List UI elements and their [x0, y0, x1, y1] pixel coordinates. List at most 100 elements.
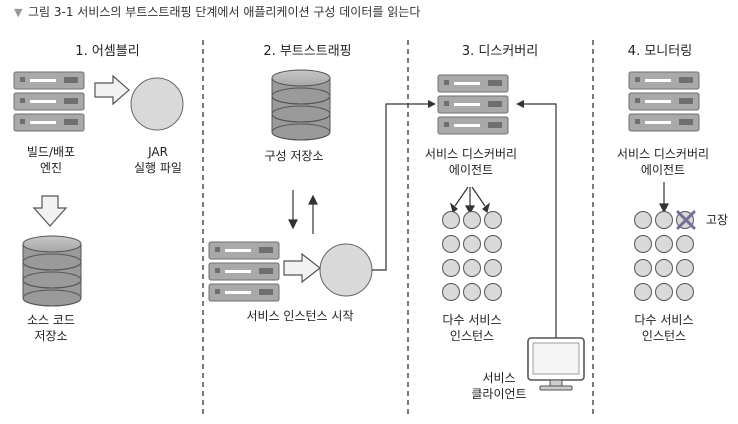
fanout-arrows [449, 186, 491, 215]
server-slot [225, 291, 251, 294]
server-slot [454, 124, 480, 127]
db-ring [271, 105, 331, 123]
server-led [20, 77, 25, 82]
instance-circle [634, 235, 652, 253]
server-bay [64, 77, 78, 83]
service-instance-start-label: 서비스 인스턴스 시작 [246, 309, 354, 323]
label-line: 엔진 [39, 161, 63, 175]
instance-circle [655, 235, 673, 253]
server-bay [64, 119, 78, 125]
server-bay [488, 122, 502, 128]
monitoring-agent-server-icon [628, 71, 700, 132]
server-bay [679, 77, 693, 83]
server-led [444, 101, 449, 106]
monitor-icon [527, 337, 585, 391]
server-slot [645, 121, 671, 124]
server-bay [679, 98, 693, 104]
server-slot [225, 249, 251, 252]
build-deploy-engine-label: 빌드/배포 엔진 [10, 144, 92, 176]
label-line: 다수 서비스 [634, 313, 694, 327]
config-repo-label: 구성 저장소 [264, 149, 324, 163]
server-bay [64, 98, 78, 104]
instance-circle [676, 235, 694, 253]
chevron-down-icon: ▼ [14, 6, 23, 19]
instance-circle [484, 211, 502, 229]
service-client-label: 서비스 클라이언트 [462, 370, 536, 402]
instance-circle [484, 283, 502, 301]
stage-title-discovery: 3. 디스커버리 [461, 44, 539, 59]
server-led [20, 98, 25, 103]
server-led [635, 77, 640, 82]
label-line: 소스 코드 [27, 313, 75, 327]
server-slot [645, 79, 671, 82]
label-line: 서비스 [482, 371, 516, 385]
server-slot [225, 270, 251, 273]
failure-label: 고장 [705, 213, 729, 227]
register-arrowhead-icon [428, 100, 436, 108]
block-arrow-right-icon [94, 74, 130, 106]
instance-circle [442, 235, 460, 253]
label-line: 에이전트 [640, 163, 686, 177]
instance-circle [676, 259, 694, 277]
server-slot [30, 100, 56, 103]
server-led [20, 119, 25, 124]
server-slot [454, 103, 480, 106]
server-led [215, 289, 220, 294]
stage-title-monitoring: 4. 모니터링 [627, 44, 693, 59]
server-bay [679, 119, 693, 125]
server-led [215, 247, 220, 252]
server-led [215, 268, 220, 273]
service-instance-circle-icon [319, 243, 373, 297]
instance-circle [463, 235, 481, 253]
instance-circle [484, 259, 502, 277]
server-led [635, 98, 640, 103]
jar-file-label: JAR 실행 파일 [118, 144, 198, 176]
label-line: 다수 서비스 [442, 313, 502, 327]
label-line: 에이전트 [448, 163, 494, 177]
instance-circle [634, 283, 652, 301]
db-ring [22, 271, 82, 289]
read-config-arrows [288, 190, 318, 234]
query-arrowhead-icon [516, 100, 524, 108]
label-line: 실행 파일 [134, 161, 182, 175]
server-led [635, 119, 640, 124]
label-line: JAR [148, 145, 168, 159]
source-code-repo-label: 소스 코드 저장소 [10, 312, 92, 344]
label-line: 인스턴스 [449, 329, 495, 343]
server-led [444, 122, 449, 127]
instance-circle [463, 283, 481, 301]
label-line: 저장소 [34, 329, 68, 343]
figure-caption: ▼ 그림 3-1 서비스의 부트스트래핑 단계에서 애플리케이션 구성 데이터를 … [14, 4, 420, 21]
block-arrow-right-icon [283, 252, 321, 284]
db-top [271, 69, 331, 87]
multiple-instances-label: 다수 서비스 인스턴스 [424, 312, 520, 344]
discovery-instance-grid [442, 211, 502, 301]
server-bay [488, 80, 502, 86]
db-top [22, 235, 82, 253]
instance-circle [655, 259, 673, 277]
stage-separators [202, 40, 594, 418]
instance-circle [442, 259, 460, 277]
server-slot [30, 79, 56, 82]
db-ring [271, 87, 331, 105]
label-line: 서비스 디스커버리 [616, 147, 710, 161]
stage-title-assembly: 1. 어셈블리 [75, 44, 140, 59]
server-slot [30, 121, 56, 124]
instance-circle [484, 235, 502, 253]
server-bay [259, 268, 273, 274]
monitoring-agent-label: 서비스 디스커버리 에이전트 [600, 146, 726, 178]
instance-circle [655, 211, 673, 229]
instance-circle [655, 283, 673, 301]
discovery-agent-label: 서비스 디스커버리 에이전트 [412, 146, 530, 178]
build-deploy-server-icon [13, 71, 85, 132]
config-database-icon [271, 69, 331, 141]
register-arrow [372, 103, 428, 271]
caption-text: 그림 3-1 서비스의 부트스트래핑 단계에서 애플리케이션 구성 데이터를 읽… [28, 5, 421, 19]
db-ring [271, 123, 331, 141]
label-line: 서비스 디스커버리 [424, 147, 518, 161]
discovery-agent-server-icon [437, 74, 509, 135]
failure-x-icon [676, 210, 696, 230]
server-slot [645, 100, 671, 103]
server-bay [488, 101, 502, 107]
